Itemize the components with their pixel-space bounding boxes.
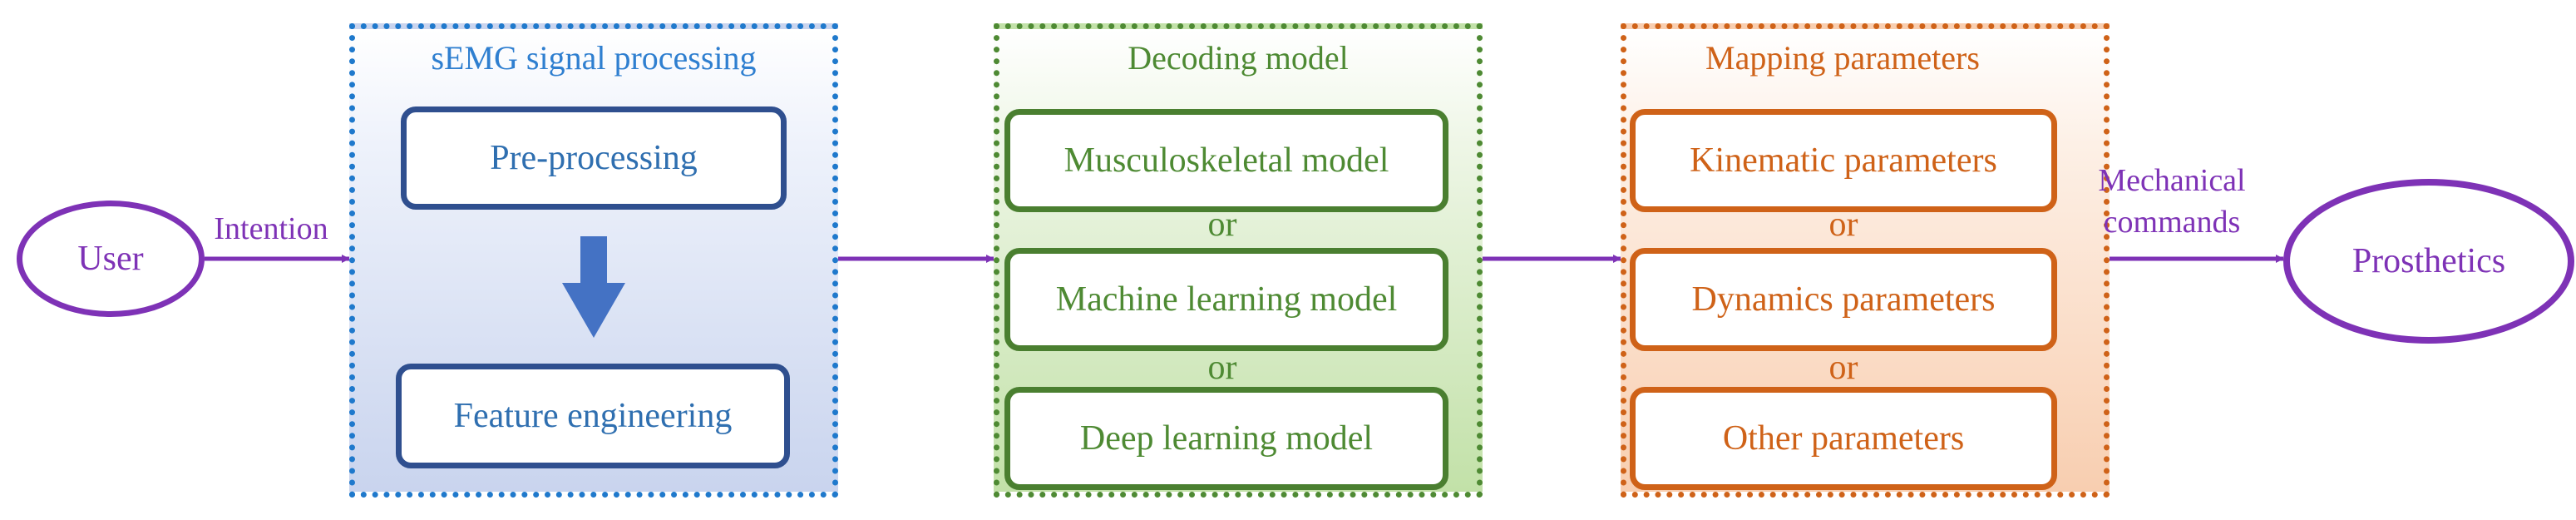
decoding-panel-title: Decoding model bbox=[1128, 39, 1349, 77]
kinematic-parameters-box: Kinematic parameters bbox=[1630, 109, 2057, 212]
deep-learning-model-box: Deep learning model bbox=[1004, 387, 1448, 490]
semg-panel-title: sEMG signal processing bbox=[431, 39, 757, 77]
user-label: User bbox=[77, 240, 144, 278]
down-arrow-icon bbox=[562, 236, 625, 338]
feature-engineering-label: Feature engineering bbox=[453, 397, 733, 435]
other-parameters-label: Other parameters bbox=[1722, 419, 1965, 458]
mapping-or-2: or bbox=[1828, 349, 1858, 387]
musculoskeletal-model-box: Musculoskeletal model bbox=[1004, 109, 1448, 212]
other-parameters-box: Other parameters bbox=[1630, 387, 2057, 490]
machine-learning-model-box: Machine learning model bbox=[1004, 248, 1448, 351]
intention-label: Intention bbox=[214, 211, 328, 246]
mapping-panel-title: Mapping parameters bbox=[1705, 39, 1980, 77]
preprocessing-label: Pre-processing bbox=[490, 139, 698, 177]
kinematic-parameters-label: Kinematic parameters bbox=[1690, 141, 1997, 180]
prosthetics-label: Prosthetics bbox=[2351, 242, 2506, 280]
preprocessing-box: Pre-processing bbox=[401, 106, 787, 210]
mapping-or-1: or bbox=[1828, 206, 1858, 244]
user-node: User bbox=[17, 201, 205, 317]
feature-engineering-box: Feature engineering bbox=[396, 364, 790, 468]
deep-learning-model-label: Deep learning model bbox=[1079, 419, 1374, 458]
decoding-or-2: or bbox=[1207, 349, 1237, 387]
mechanical-label-line-2: commands bbox=[2103, 205, 2241, 240]
decoding-or-1: or bbox=[1207, 206, 1237, 244]
machine-learning-model-label: Machine learning model bbox=[1055, 280, 1398, 319]
dynamics-parameters-box: Dynamics parameters bbox=[1630, 248, 2057, 351]
prosthetics-node: Prosthetics bbox=[2283, 179, 2574, 344]
mechanical-commands-label: Mechanical commands bbox=[2089, 160, 2255, 243]
musculoskeletal-model-label: Musculoskeletal model bbox=[1063, 141, 1389, 180]
mechanical-label-line-1: Mechanical bbox=[2098, 163, 2246, 198]
dynamics-parameters-label: Dynamics parameters bbox=[1691, 280, 1996, 319]
